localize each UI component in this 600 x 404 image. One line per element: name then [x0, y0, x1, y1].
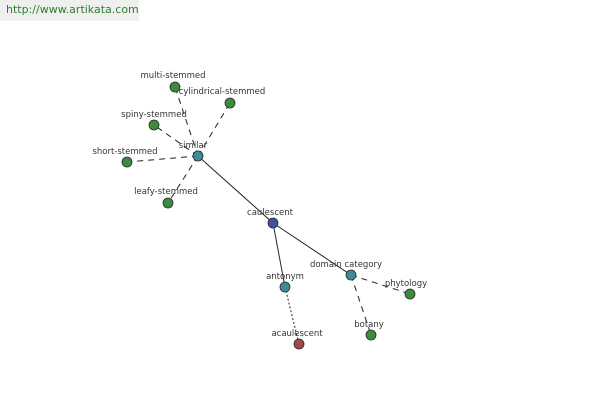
- node-domain[interactable]: [345, 269, 357, 281]
- node-label-cauloscent: caulescent: [247, 208, 294, 218]
- node-cauloscent[interactable]: [267, 217, 279, 229]
- node-cyl[interactable]: [224, 97, 236, 109]
- node-label-similar: similar: [179, 141, 208, 151]
- edge-cauloscent-antonym: [272, 222, 286, 288]
- node-label-acaulescent: acaulescent: [271, 329, 323, 339]
- edge-cauloscent-domain: [272, 222, 352, 276]
- node-short[interactable]: [121, 156, 133, 168]
- node-label-antonym: antonym: [266, 272, 304, 282]
- node-label-phytology: phytology: [385, 279, 427, 289]
- node-botany[interactable]: [365, 329, 377, 341]
- edge-similar-multi: [174, 86, 199, 157]
- node-phytology[interactable]: [404, 288, 416, 300]
- node-similar[interactable]: [192, 150, 204, 162]
- node-acaulescent[interactable]: [293, 338, 305, 350]
- edge-similar-leafy: [167, 155, 199, 204]
- node-label-domain: domain category: [310, 260, 382, 270]
- edge-similar-short: [126, 155, 199, 163]
- node-label-spiny: spiny-stemmed: [121, 110, 187, 120]
- node-multi[interactable]: [169, 81, 181, 93]
- url-bar: http://www.artikata.com: [0, 0, 139, 21]
- node-label-botany: botany: [354, 320, 384, 330]
- node-label-multi: multi-stemmed: [141, 71, 206, 81]
- node-label-leafy: leafy-stemmed: [134, 187, 198, 197]
- edge-cauloscent-similar: [197, 155, 274, 224]
- node-antonym[interactable]: [279, 281, 291, 293]
- node-spiny[interactable]: [148, 119, 160, 131]
- edge-similar-spiny: [153, 124, 199, 157]
- site-url-link[interactable]: http://www.artikata.com: [6, 3, 139, 16]
- node-label-cyl: cylindrical-stemmed: [179, 87, 266, 97]
- node-leafy[interactable]: [162, 197, 174, 209]
- node-label-short: short-stemmed: [92, 147, 157, 157]
- edge-antonym-acaulescent: [284, 286, 300, 345]
